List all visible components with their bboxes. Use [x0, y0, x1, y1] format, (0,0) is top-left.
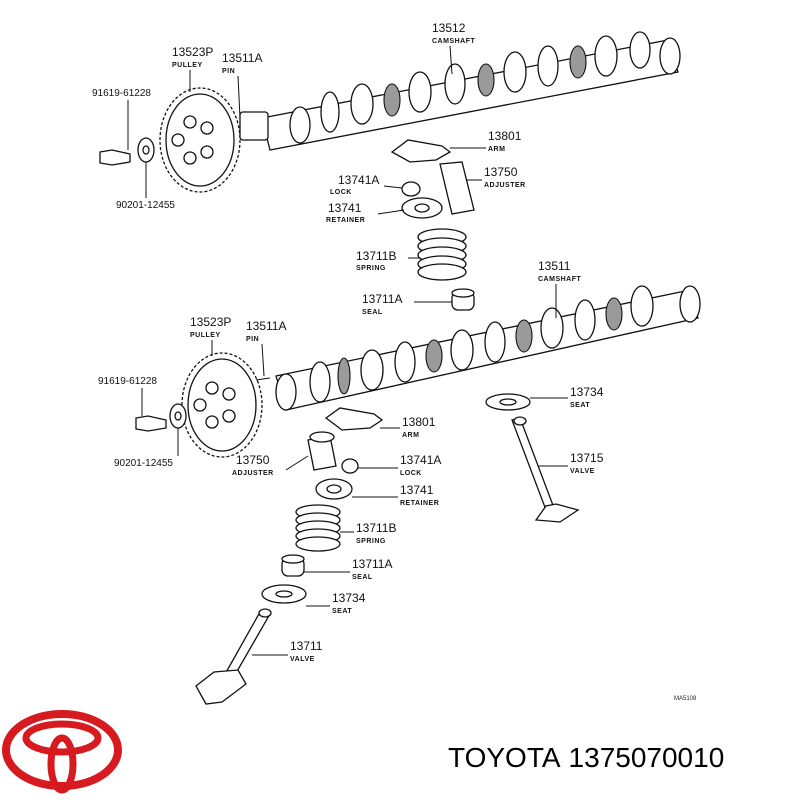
upper-seal — [451, 288, 475, 311]
lower-pulley-number: 13523P — [190, 315, 231, 329]
lower-arm-adjuster — [307, 407, 384, 474]
upper-adjuster-name: ADJUSTER — [484, 182, 526, 189]
upper-arm-number: 13801 — [488, 129, 522, 143]
upper-seal-name: SEAL — [362, 309, 383, 316]
lower-camshaft-name: CAMSHAFT — [538, 276, 581, 283]
part-number: 1375070010 — [568, 742, 725, 773]
lower-lock-name: LOCK — [400, 470, 422, 477]
lower-pin-number: 13511A — [246, 319, 286, 333]
lower-adjuster-name: ADJUSTER — [232, 470, 274, 477]
upper-pulley-number: 13523P — [172, 45, 213, 59]
lower-spring-number: 13711B — [356, 521, 396, 535]
lower-seat-number: 13734 — [332, 591, 366, 605]
lower-valve-name: VALVE — [290, 656, 315, 663]
lower-valve — [195, 608, 272, 705]
upper-lock-name: LOCK — [330, 189, 352, 196]
upper-seal-number: 13711A — [362, 292, 402, 306]
upper-retainer-name: RETAINER — [326, 217, 365, 224]
upper-pulley — [159, 87, 269, 193]
upper-pin-number: 13511A — [222, 51, 262, 65]
lower-washer-number: 90201-12455 — [114, 458, 173, 469]
upper-washer-number: 90201-12455 — [116, 200, 175, 211]
lower-lock-number: 13741A — [400, 453, 441, 467]
lower-valve-right-number: 13715 — [570, 451, 604, 465]
lower-valve-right-name: VALVE — [570, 468, 595, 475]
lower-seat-right-name: SEAT — [570, 402, 590, 409]
upper-spring-number: 13711B — [356, 249, 396, 263]
upper-bolt-number: 91619-61228 — [92, 88, 151, 99]
upper-retainer-number: 13741 — [328, 201, 362, 215]
lower-valve-number: 13711 — [290, 639, 323, 653]
upper-camshaft — [261, 31, 681, 151]
lower-retainer-name: RETAINER — [400, 500, 439, 507]
lower-seat-right-number: 13734 — [570, 385, 604, 399]
figure-code: MA5108 — [674, 696, 697, 702]
upper-spring — [417, 228, 467, 281]
upper-arm-name: ARM — [488, 146, 505, 153]
upper-bolt-washer — [99, 137, 155, 166]
lower-bolt-washer — [135, 403, 187, 432]
upper-adjuster-number: 13750 — [484, 165, 518, 179]
lower-seal-name: SEAL — [352, 574, 373, 581]
lower-retainer-number: 13741 — [400, 483, 434, 497]
upper-arm-adjuster — [390, 139, 475, 219]
lower-pulley-name: PULLEY — [190, 332, 221, 339]
labels-upper: 13512 CAMSHAFT 13523P PULLEY 13511A PIN … — [92, 21, 526, 316]
lower-spring-name: SPRING — [356, 538, 386, 545]
upper-pin-name: PIN — [222, 68, 235, 75]
lower-retainer — [315, 478, 353, 500]
lower-seat-valve-right — [485, 393, 580, 523]
lower-bolt-number: 91619-61228 — [98, 376, 157, 387]
lower-seal — [281, 554, 305, 577]
toyota-logo — [2, 710, 122, 794]
upper-spring-name: SPRING — [356, 265, 386, 272]
lower-arm-name: ARM — [402, 432, 419, 439]
lower-arm-number: 13801 — [402, 415, 436, 429]
lower-camshaft — [275, 285, 701, 411]
labels-lower: 13511 CAMSHAFT 13523P PULLEY 13511A PIN … — [98, 259, 604, 663]
upper-pulley-name: PULLEY — [172, 62, 203, 69]
upper-camshaft-name: CAMSHAFT — [432, 38, 475, 45]
lower-seat — [261, 584, 307, 604]
upper-lock-number: 13741A — [338, 173, 379, 187]
lower-pin-name: PIN — [246, 336, 259, 343]
brand-name: TOYOTA — [448, 742, 561, 773]
lower-adjuster-number: 13750 — [236, 453, 270, 467]
lower-pulley — [181, 352, 271, 458]
lower-seat-name: SEAT — [332, 608, 352, 615]
lower-seal-number: 13711A — [352, 557, 392, 571]
lower-spring — [295, 504, 341, 552]
upper-camshaft-number: 13512 — [432, 21, 466, 35]
lower-camshaft-number: 13511 — [538, 259, 571, 273]
